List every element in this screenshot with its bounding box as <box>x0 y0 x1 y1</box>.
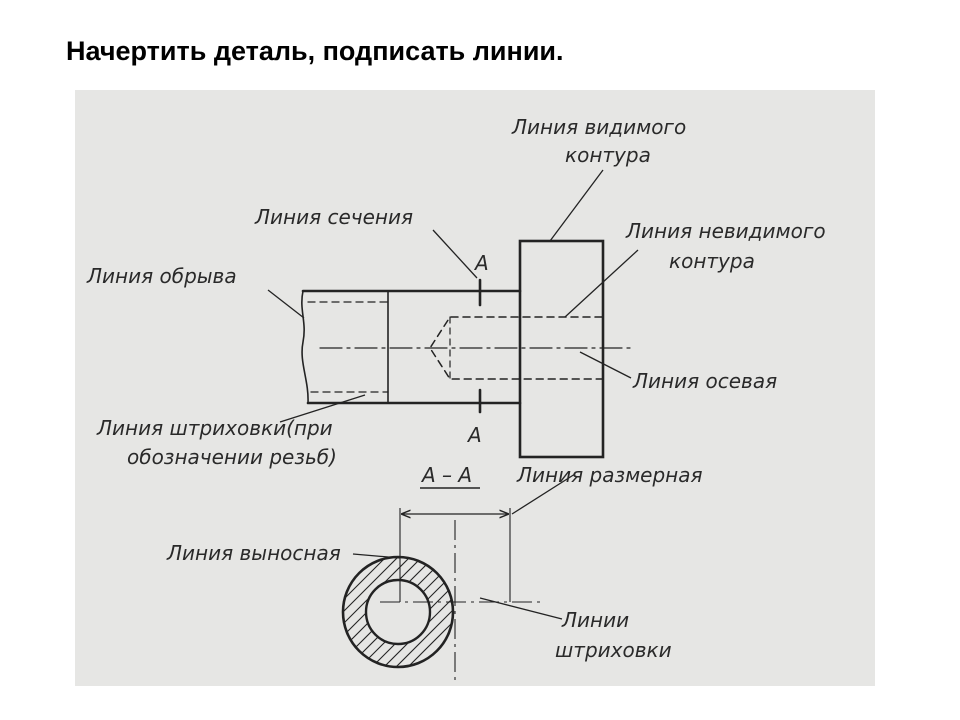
leader-break-line <box>267 289 305 319</box>
main-view <box>301 239 631 459</box>
section-mark-bottom: А <box>466 423 482 447</box>
label-axial-line: Линия осевая <box>632 369 777 393</box>
leader-section-line <box>432 229 478 279</box>
shaft-visible-contour <box>301 289 522 405</box>
paper-background <box>75 90 875 686</box>
label-hatching-thread-line2: обозначении резьб) <box>127 445 337 469</box>
section-name: А – А <box>420 463 472 487</box>
slide-title: Начертить деталь, подписать линии. <box>66 36 564 66</box>
label-hidden-contour-line2: контура <box>669 249 755 273</box>
leader-extension-line <box>352 553 401 559</box>
label-hatching-thread-line1: Линия штриховки(при <box>96 416 333 440</box>
labels: Линия видимого контура Линия сечения Лин… <box>86 115 826 662</box>
leader-lines <box>267 169 639 620</box>
leader-hidden-contour <box>564 249 639 318</box>
label-section-line: Линия сечения <box>254 205 413 229</box>
leader-axial-line <box>579 351 632 379</box>
label-dimension-line: Линия размерная <box>516 463 703 487</box>
head-visible-contour <box>518 239 605 459</box>
section-inner-circle <box>364 578 432 646</box>
hidden-bore-contour <box>429 316 603 380</box>
drawing-canvas: Линия видимого контура Линия сечения Лин… <box>75 90 875 686</box>
label-hatch-lines-line1: Линии <box>561 608 629 632</box>
label-break-line: Линия обрыва <box>86 264 237 288</box>
leader-hatching-thread <box>279 394 366 423</box>
leader-visible-contour <box>549 169 604 242</box>
label-extension-line: Линия выносная <box>166 541 341 565</box>
section-mark-top: А <box>473 251 489 275</box>
label-visible-contour-line1: Линия видимого <box>511 115 686 139</box>
break-line <box>301 290 309 404</box>
leader-hatch-lines <box>479 597 563 620</box>
technical-drawing: Линия видимого контура Линия сечения Лин… <box>75 90 875 686</box>
label-visible-contour-line2: контура <box>565 143 651 167</box>
label-hatch-lines-line2: штриховки <box>555 638 672 662</box>
leader-dimension-line <box>511 473 576 515</box>
label-hidden-contour-line1: Линия невидимого <box>625 219 826 243</box>
